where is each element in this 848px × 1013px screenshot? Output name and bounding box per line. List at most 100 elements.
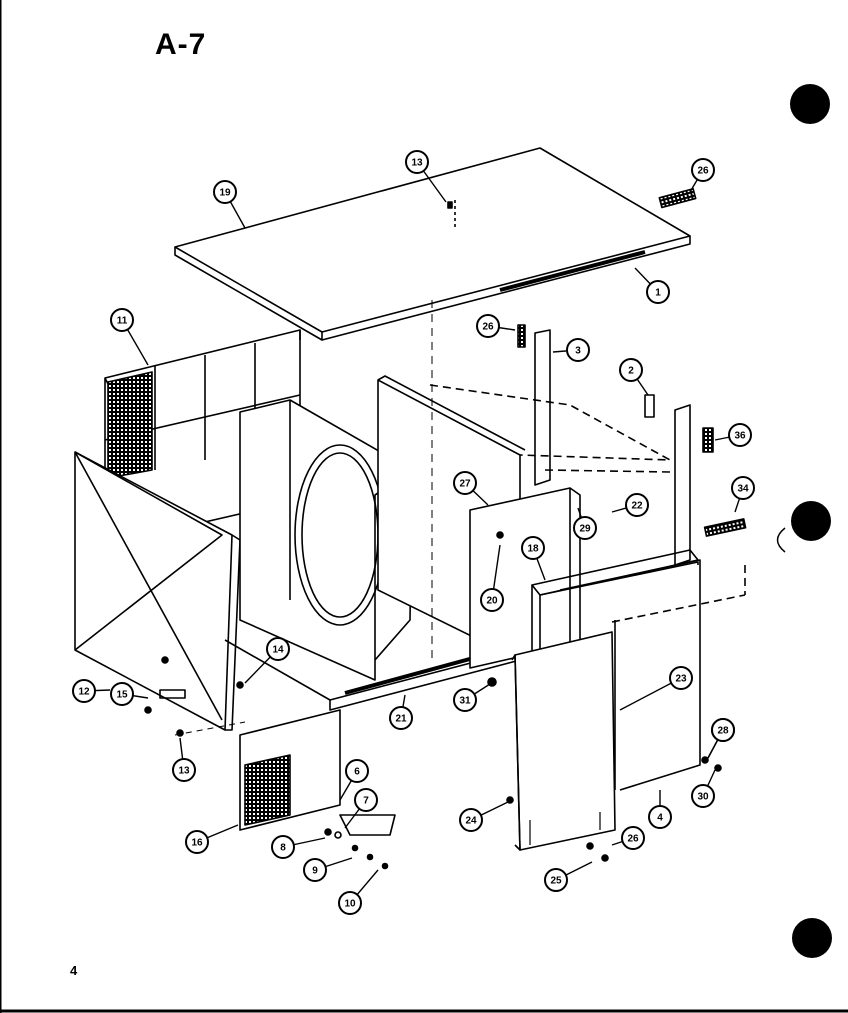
callout-number: 23 (675, 674, 687, 685)
callout-number: 4 (657, 813, 663, 824)
callout-number: 15 (116, 690, 128, 701)
callout-bubble (544, 868, 568, 892)
callout-number: 3 (575, 346, 581, 357)
callout-number: 28 (717, 726, 729, 737)
callout-number: 16 (191, 838, 203, 849)
front-grille-panel (511, 631, 616, 851)
callout-number: 6 (354, 767, 360, 778)
callout-16: 16 (185, 824, 239, 854)
callout-bubble (110, 682, 134, 706)
right-uprights (517, 324, 714, 566)
callout-29: 29 (573, 507, 597, 540)
callout-number: 2 (628, 366, 634, 377)
callout-number: 7 (363, 796, 369, 807)
callout-22: 22 (611, 493, 649, 517)
callout-3: 3 (552, 338, 590, 362)
control-box (469, 487, 581, 669)
callout-1: 1 (634, 267, 670, 304)
callout-13: 13 (172, 737, 196, 782)
punch-hole-middle (791, 501, 831, 541)
callout-31: 31 (453, 683, 491, 712)
callout-25: 25 (544, 861, 593, 892)
callout-number: 34 (737, 484, 749, 495)
page-number: 4 (70, 963, 78, 978)
top-cover (174, 147, 691, 341)
callout-28: 28 (707, 718, 735, 759)
callout-number: 26 (482, 322, 494, 333)
callout-34: 34 (731, 476, 755, 513)
callout-number: 9 (312, 866, 318, 877)
callout-number: 24 (465, 816, 477, 827)
callout-bubble (354, 788, 378, 812)
callout-number: 12 (78, 687, 90, 698)
callout-number: 30 (697, 792, 709, 803)
punch-hole-top (790, 84, 830, 124)
callout-21: 21 (389, 694, 413, 730)
punch-hole-bottom (792, 918, 832, 958)
callout-bubble (619, 358, 643, 382)
hardware (144, 187, 747, 870)
callout-26: 26 (689, 158, 715, 193)
callout-bubble (303, 858, 327, 882)
callout-14: 14 (244, 637, 290, 684)
callout-36: 36 (714, 423, 752, 447)
callout-7: 7 (344, 788, 378, 829)
callout-number: 1 (655, 288, 661, 299)
callout-bubble (573, 516, 597, 540)
callout-number: 8 (280, 843, 286, 854)
callout-bubble (691, 784, 715, 808)
callout-number: 19 (219, 188, 231, 199)
callout-23: 23 (619, 666, 693, 711)
callout-bubble (453, 471, 477, 495)
callout-bubble (266, 637, 290, 661)
callout-20: 20 (480, 544, 504, 612)
callout-6: 6 (339, 759, 369, 801)
callout-bubble (172, 758, 196, 782)
callout-4: 4 (648, 790, 672, 829)
callout-bubble (728, 423, 752, 447)
callout-bubble (711, 718, 735, 742)
callout-bubble (648, 805, 672, 829)
callout-number: 10 (344, 899, 356, 910)
callout-number: 13 (411, 158, 423, 169)
callout-bubble (338, 891, 362, 915)
callout-bubble (566, 338, 590, 362)
callout-number: 14 (272, 645, 284, 656)
callout-bubble (459, 808, 483, 832)
callout-bubble (453, 688, 477, 712)
callout-number: 36 (734, 431, 746, 442)
callout-11: 11 (110, 308, 149, 366)
callout-bubble (389, 706, 413, 730)
callout-24: 24 (459, 801, 509, 832)
callout-number: 31 (459, 696, 471, 707)
callout-number: 26 (627, 834, 639, 845)
callout-bubble (669, 666, 693, 690)
callout-bubble (476, 314, 500, 338)
lower-louver-panel (239, 709, 341, 831)
callout-8: 8 (271, 835, 326, 859)
front-end-panel (74, 451, 241, 731)
page-title: A-7 (155, 28, 207, 61)
fan-shroud (239, 399, 413, 681)
callout-10: 10 (338, 869, 379, 915)
callout-9: 9 (303, 857, 353, 882)
callout-19: 19 (213, 180, 246, 229)
callout-bubble (646, 280, 670, 304)
callout-bubble (625, 493, 649, 517)
callout-18: 18 (521, 536, 546, 581)
callout-bubble (621, 826, 645, 850)
callout-26: 26 (611, 826, 645, 850)
callout-number: 20 (486, 596, 498, 607)
callout-number: 22 (631, 501, 643, 512)
callout-number: 29 (579, 524, 591, 535)
callout-number: 11 (117, 316, 128, 327)
callout-number: 13 (178, 766, 190, 777)
callout-number: 26 (697, 166, 709, 177)
callout-2: 2 (619, 358, 649, 396)
callout-bubble (405, 150, 429, 174)
callout-bubble (480, 588, 504, 612)
callout-bubble (521, 536, 545, 560)
access-panel (559, 559, 746, 791)
callout-13: 13 (405, 150, 447, 203)
